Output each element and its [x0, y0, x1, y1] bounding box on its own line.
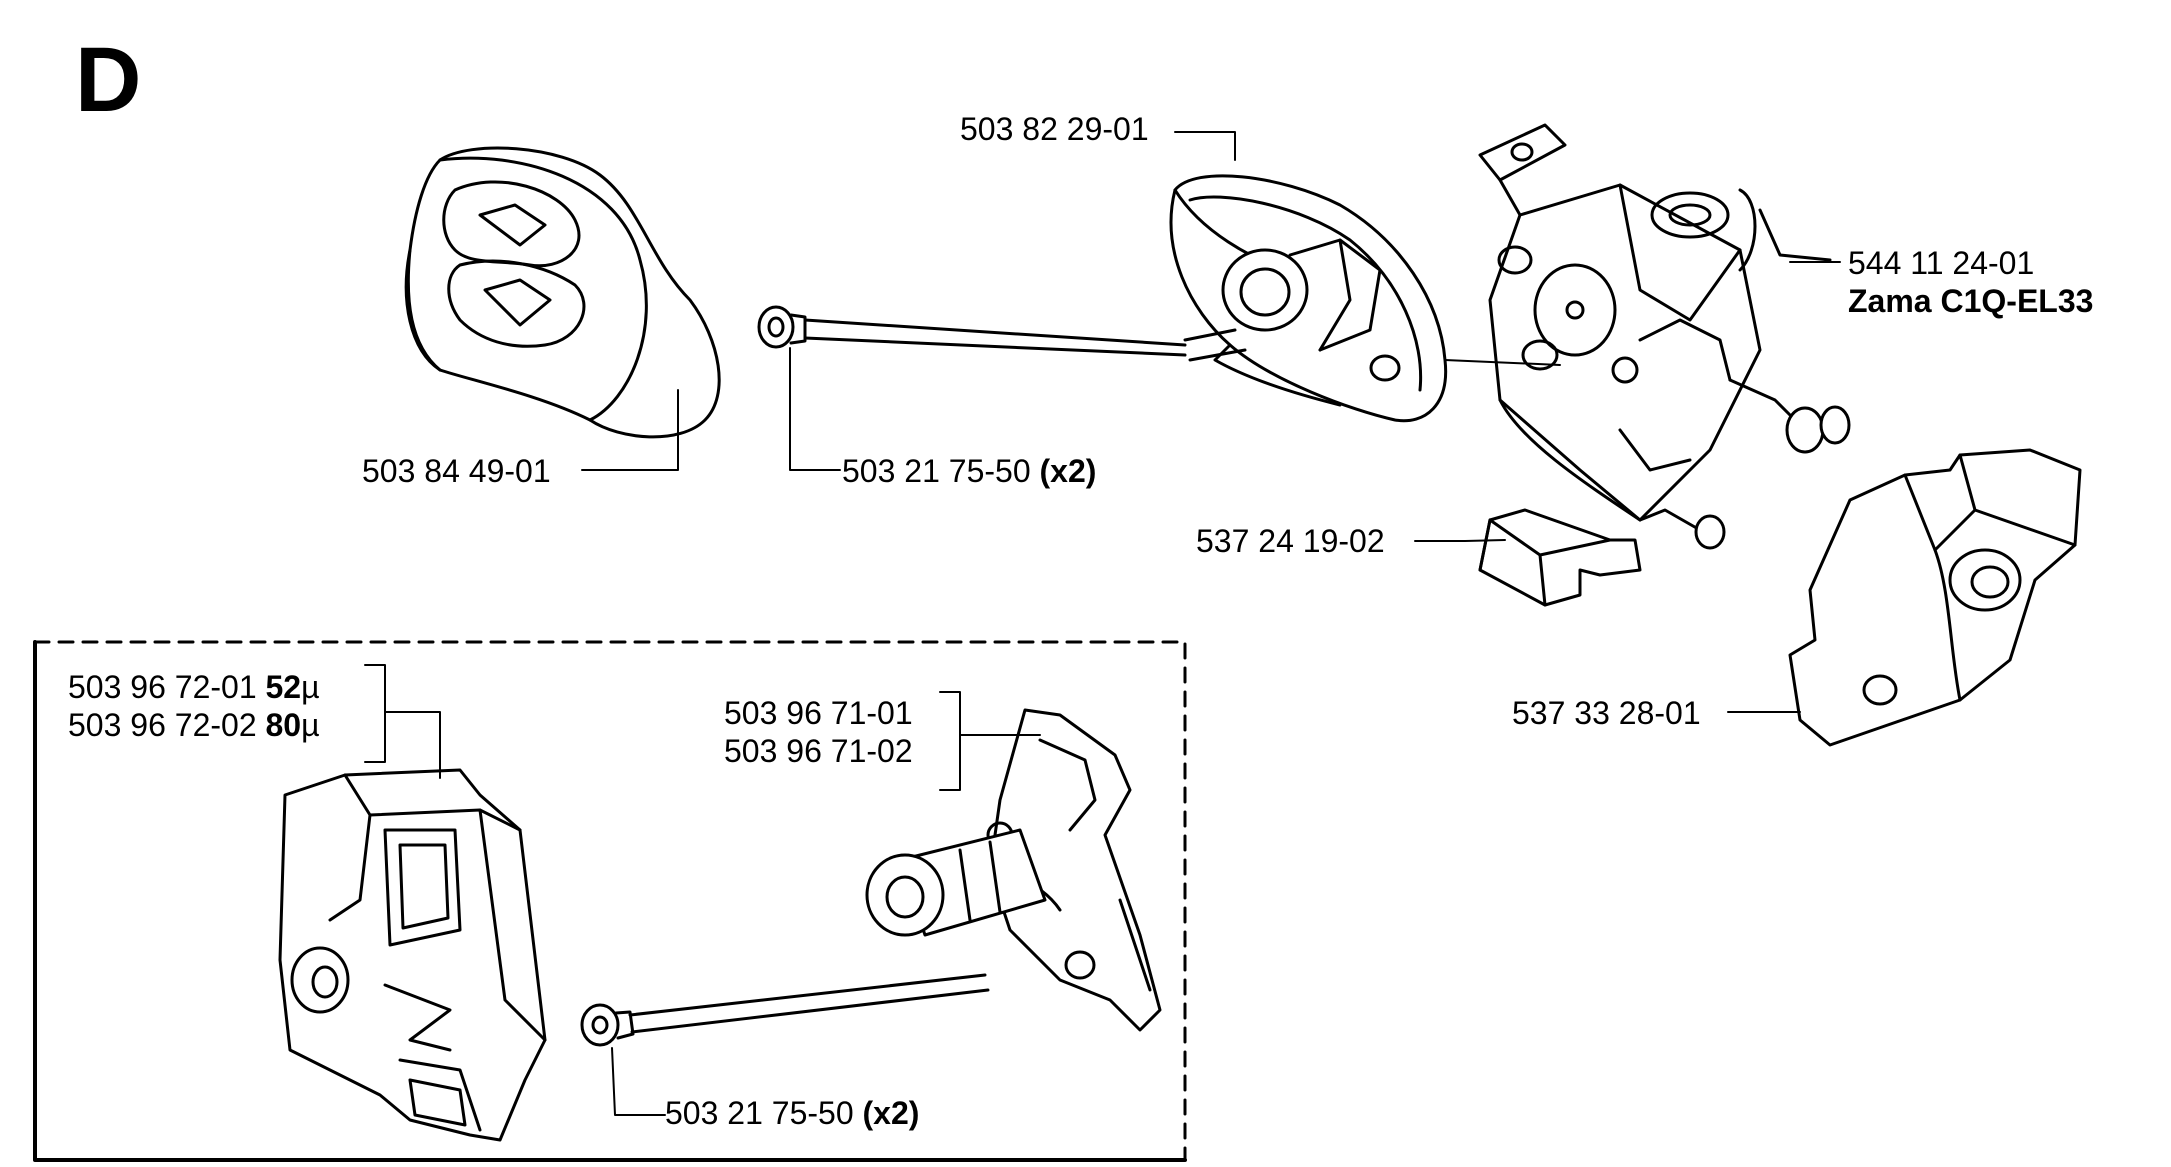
spacer-block-drawing [1478, 508, 1642, 607]
gasket-plate-drawing [1788, 448, 2082, 747]
holder-drawing [865, 708, 1162, 1032]
label-carb-adapter: 503 82 29-01 [960, 111, 1149, 147]
label-screw-bottom: 503 21 75-50 (x2) [665, 1095, 920, 1131]
label-spacer-block: 537 24 19-02 [1196, 523, 1385, 559]
label-gasket-plate: 537 33 28-01 [1512, 695, 1701, 731]
air-filter-drawing [404, 146, 721, 439]
carburetor-drawing [1478, 123, 1851, 550]
screw-bottom-drawing [580, 973, 990, 1047]
label-holder: 503 96 71-01 503 96 71-02 [724, 695, 913, 769]
label-filter-housing: 503 96 72-01 52µ 503 96 72-02 80µ [68, 669, 320, 743]
filter-housing-drawing [278, 768, 547, 1142]
label-air-filter: 503 84 49-01 [362, 453, 551, 489]
label-screw-top: 503 21 75-50 (x2) [842, 453, 1097, 489]
inset-box [33, 640, 1187, 1162]
screw-top-drawing [757, 305, 1187, 357]
label-carburetor: 544 11 24-01 Zama C1Q-EL33 [1848, 245, 2094, 319]
carb-adapter-drawing [1169, 174, 1448, 423]
section-letter: D [75, 29, 142, 131]
leader-lines [364, 131, 1841, 1116]
